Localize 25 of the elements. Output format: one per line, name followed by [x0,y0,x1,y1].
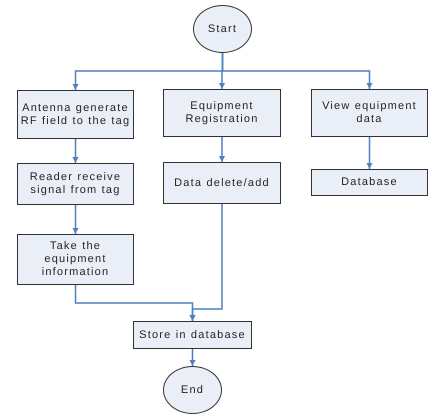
process-box [17,234,134,285]
connector-arrow [219,137,225,162]
process-box [311,169,428,196]
step-label: Take the equipment information [40,240,110,279]
step-label: Data delete/add [174,176,270,190]
terminal-label: Start [208,22,238,36]
connector-arrow [190,204,223,321]
step-label: Equipment Registration [184,100,260,126]
terminal-label: End [180,384,204,396]
process-box [17,90,134,139]
connector-arrow [190,349,196,366]
connector-arrow [366,137,372,169]
connector-arrow [222,53,372,89]
process-box [17,163,134,205]
process-box [133,321,252,349]
process-box [311,89,428,137]
step-label: Antenna generate RF field to the tag [20,102,132,128]
process-box [163,89,281,137]
connector-arrow [72,205,78,234]
step-label: Database [341,176,398,189]
process-box [163,162,281,204]
step-label: Store in database [139,328,246,342]
connector-arrow [72,139,78,163]
step-label: View equipment data [321,100,418,126]
step-label: Reader receive signal from tag [28,171,122,197]
